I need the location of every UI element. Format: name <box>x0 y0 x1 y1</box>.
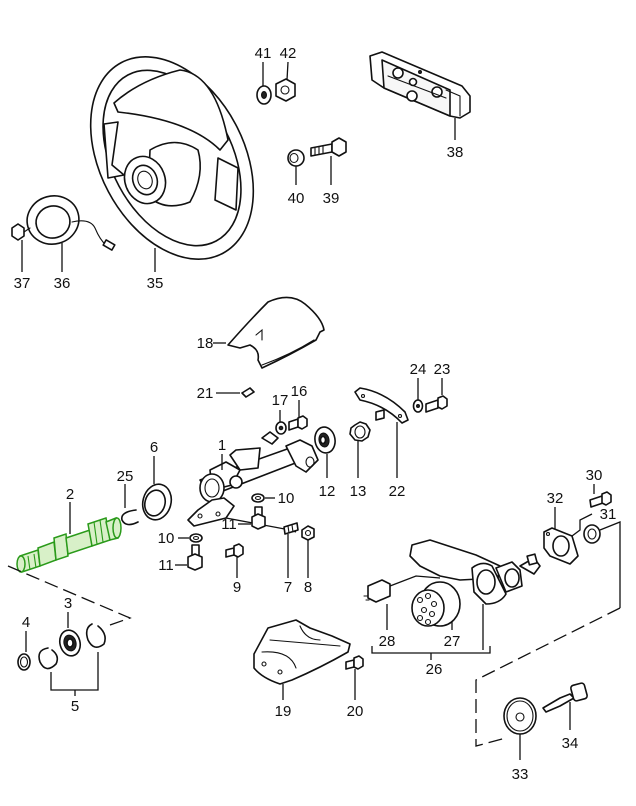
part-39-bolt[interactable] <box>310 137 347 157</box>
part-26-steering-lock[interactable] <box>409 539 541 605</box>
part-35-steering-wheel[interactable] <box>58 29 287 287</box>
callout-9: 9 <box>233 579 241 596</box>
callout-34: 34 <box>562 735 579 752</box>
part-41-lock-washer[interactable] <box>256 85 272 105</box>
part-4-circlip[interactable] <box>17 653 31 671</box>
part-25-circlip[interactable] <box>120 509 139 526</box>
callout-1: 1 <box>218 437 226 454</box>
part-5-retaining-ring-right[interactable] <box>85 623 106 648</box>
part-17-washer[interactable] <box>275 421 287 435</box>
callout-23: 23 <box>434 361 451 378</box>
callout-41: 41 <box>255 45 272 62</box>
part-6-seal-ring[interactable] <box>139 481 175 523</box>
callout-42: 42 <box>280 45 297 62</box>
callout-7: 7 <box>284 579 292 596</box>
callout-33: 33 <box>512 766 529 783</box>
part-5-retaining-ring-left[interactable] <box>38 647 59 670</box>
callout-35: 35 <box>147 275 164 292</box>
callout-17: 17 <box>272 392 289 409</box>
callout-6: 6 <box>150 439 158 456</box>
part-9-screw[interactable] <box>225 543 244 558</box>
part-11-bolt-upper[interactable] <box>251 506 266 530</box>
part-34-key[interactable] <box>542 682 588 713</box>
callout-26: 26 <box>426 661 443 678</box>
part-27-ignition-switch[interactable] <box>411 581 461 627</box>
callout-38: 38 <box>447 144 464 161</box>
callout-31: 31 <box>600 506 617 523</box>
callout-28: 28 <box>379 633 396 650</box>
callout-40: 40 <box>288 190 305 207</box>
part-33-cover-disc[interactable] <box>503 697 537 735</box>
callout-39: 39 <box>323 190 340 207</box>
part-10-washer-upper[interactable] <box>251 493 265 503</box>
callout-36: 36 <box>54 275 71 292</box>
part-11-bolt-lower[interactable] <box>187 544 203 571</box>
callout-21: 21 <box>197 385 214 402</box>
part-19-lower-cover[interactable] <box>253 619 351 685</box>
part-2-steering-shaft[interactable] <box>16 516 122 574</box>
callout-37: 37 <box>14 275 31 292</box>
part-32-bezel[interactable] <box>543 527 579 565</box>
part-20-screw[interactable] <box>345 655 364 670</box>
callout-10b: 10 <box>158 530 175 547</box>
callout-22: 22 <box>389 483 406 500</box>
callout-32: 32 <box>547 490 564 507</box>
part-42-nut[interactable] <box>275 78 296 102</box>
part-7-stud[interactable] <box>283 522 299 535</box>
part-8-nut[interactable] <box>301 525 315 541</box>
part-36-contact-ring[interactable] <box>22 190 116 251</box>
callout-2: 2 <box>66 486 74 503</box>
part-23-screw[interactable] <box>425 395 448 413</box>
callout-11b: 11 <box>158 557 174 574</box>
part-24-lock-washer[interactable] <box>412 399 424 413</box>
callout-18: 18 <box>197 335 214 352</box>
callout-11a: 11 <box>221 516 237 533</box>
part-18-upper-cover[interactable] <box>227 296 325 369</box>
callout-19: 19 <box>275 703 292 720</box>
part-31-ring[interactable] <box>583 524 601 544</box>
part-22-cancelling-cam[interactable] <box>354 387 409 424</box>
part-13-spring-washer[interactable] <box>349 421 371 442</box>
part-38-horn-pad[interactable] <box>369 51 471 119</box>
callout-10a: 10 <box>278 490 295 507</box>
callout-27: 27 <box>444 633 461 650</box>
part-3-bearing[interactable] <box>57 628 83 658</box>
callout-24: 24 <box>410 361 427 378</box>
part-30-screw[interactable] <box>589 491 612 508</box>
callout-3: 3 <box>64 595 72 612</box>
callout-5: 5 <box>71 698 79 715</box>
callout-20: 20 <box>347 703 364 720</box>
part-12-bearing[interactable] <box>313 425 337 454</box>
part-37-screw[interactable] <box>11 223 31 241</box>
part-21-clip[interactable] <box>241 387 255 398</box>
callout-25: 25 <box>117 468 134 485</box>
callout-8: 8 <box>304 579 312 596</box>
part-28-switch[interactable] <box>363 579 391 603</box>
callout-4: 4 <box>22 614 30 631</box>
callout-13: 13 <box>350 483 367 500</box>
part-16-screw[interactable] <box>288 415 308 431</box>
callout-30: 30 <box>586 467 603 484</box>
part-1-column-housing[interactable] <box>187 431 319 527</box>
part-10-washer-lower[interactable] <box>189 533 203 543</box>
callout-12: 12 <box>319 483 336 500</box>
part-40-nut[interactable] <box>287 149 305 167</box>
callout-16: 16 <box>291 383 308 400</box>
